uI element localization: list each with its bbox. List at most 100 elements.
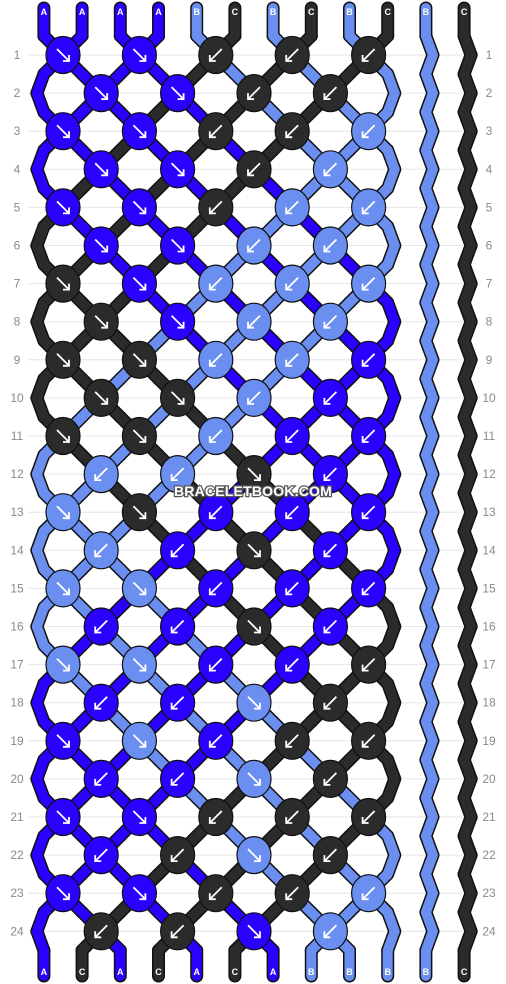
backward-knot (198, 797, 234, 837)
row-number-right: 19 (482, 734, 496, 748)
knot-arrowhead-icon (139, 283, 147, 291)
row-number-right: 16 (482, 620, 496, 634)
backward-knot (236, 302, 272, 341)
knot-arrowhead-icon (139, 588, 147, 596)
forward-knot (160, 226, 196, 265)
row-number-left: 10 (10, 391, 24, 405)
knot-arrow-icon (170, 848, 185, 862)
knot-arrow-icon (361, 581, 376, 596)
backward-knot (312, 912, 348, 951)
knot-arrowhead-icon (208, 359, 216, 367)
row-number-right: 1 (486, 48, 493, 62)
knot-arrow-icon (132, 886, 147, 900)
knot-arrowhead-icon (323, 474, 331, 481)
backward-knot (274, 645, 310, 684)
knot-arrowhead-icon (170, 855, 178, 862)
knot-arrowhead-icon (94, 702, 102, 710)
row-number-left: 15 (10, 581, 24, 595)
knot-arrow-icon (94, 86, 108, 100)
backward-knot (274, 493, 310, 532)
knot-arrowhead-icon (177, 245, 185, 253)
knot-arrow-icon (285, 810, 299, 824)
row-number-right: 20 (482, 772, 496, 786)
backward-knot (312, 835, 348, 875)
knot-arrowhead-icon (285, 359, 293, 367)
knot-arrow-icon (170, 391, 185, 405)
knot-arrow-icon (132, 124, 147, 138)
knot-arrowhead-icon (177, 321, 185, 329)
knot-arrowhead-icon (208, 436, 216, 443)
row-number-right: 4 (486, 162, 493, 176)
knot-arrowhead-icon (247, 397, 254, 405)
knot-arrow-icon (285, 200, 299, 215)
row-number-left: 1 (14, 48, 21, 62)
knot-arrowhead-icon (139, 664, 147, 672)
backward-knot (274, 797, 310, 837)
knot-arrowhead-icon (170, 702, 178, 710)
knot-arrowhead-icon (285, 664, 293, 672)
knot-arrowhead-icon (208, 740, 216, 748)
row-number-left: 19 (10, 734, 24, 748)
backward-knot (198, 112, 234, 151)
forward-knot (236, 607, 272, 646)
row-number-right: 12 (482, 467, 496, 481)
row-number-left: 23 (10, 886, 24, 900)
knot-arrowhead-icon (285, 131, 293, 139)
knot-arrow-icon (323, 543, 338, 557)
forward-knot (83, 73, 119, 113)
strand-label-top: A (155, 7, 162, 17)
row-number-left: 14 (10, 543, 24, 557)
backward-knot (274, 264, 310, 303)
row-number-left: 6 (14, 239, 21, 253)
forward-knot (236, 835, 272, 875)
strand-label-bottom: A (270, 967, 277, 977)
knot-arrowhead-icon (361, 283, 369, 291)
knot-arrow-icon (323, 238, 338, 253)
backward-knot (312, 378, 348, 417)
backward-knot (274, 874, 310, 913)
forward-knot (121, 797, 157, 837)
knot-arrowhead-icon (170, 931, 178, 939)
row-number-right: 2 (486, 86, 493, 100)
strand-label-top: A (41, 7, 48, 17)
knot-arrowhead-icon (139, 893, 147, 901)
knot-arrowhead-icon (254, 550, 261, 558)
backward-knot (351, 416, 387, 456)
knot-arrowhead-icon (139, 55, 147, 62)
knot-arrowhead-icon (170, 778, 178, 786)
knot-arrow-icon (361, 276, 376, 291)
backward-knot (198, 416, 234, 456)
row-number-left: 16 (10, 620, 24, 634)
knot-arrowhead-icon (94, 474, 102, 481)
knot-arrowhead-icon (361, 436, 369, 443)
knot-arrowhead-icon (208, 664, 216, 672)
knot-arrow-icon (56, 48, 70, 62)
backward-knot (83, 455, 119, 494)
forward-knot (83, 302, 119, 341)
forward-knot (83, 226, 119, 265)
knot-arrow-icon (132, 581, 147, 596)
row-number-right: 18 (482, 696, 496, 710)
knot-arrow-icon (285, 353, 299, 367)
forward-knot (236, 531, 272, 570)
knot-arrow-icon (247, 467, 261, 481)
knot-arrowhead-icon (361, 740, 369, 748)
row-number-left: 5 (14, 200, 21, 214)
forward-knot (45, 416, 81, 456)
backward-knot (312, 226, 348, 265)
forward-knot (236, 912, 272, 951)
strand-label-top: B (346, 7, 353, 17)
knot-arrow-icon (361, 657, 376, 672)
knot-arrow-icon (94, 391, 108, 405)
knot-arrow-icon (209, 353, 223, 367)
row-number-left: 17 (10, 658, 24, 672)
knot-arrowhead-icon (285, 817, 293, 824)
knot-arrowhead-icon (94, 855, 102, 862)
knot-arrowhead-icon (139, 359, 147, 367)
forward-knot (45, 569, 81, 608)
knot-arrowhead-icon (101, 321, 109, 329)
forward-knot (121, 645, 157, 684)
backward-knot (274, 416, 310, 456)
knot-arrowhead-icon (285, 740, 293, 748)
